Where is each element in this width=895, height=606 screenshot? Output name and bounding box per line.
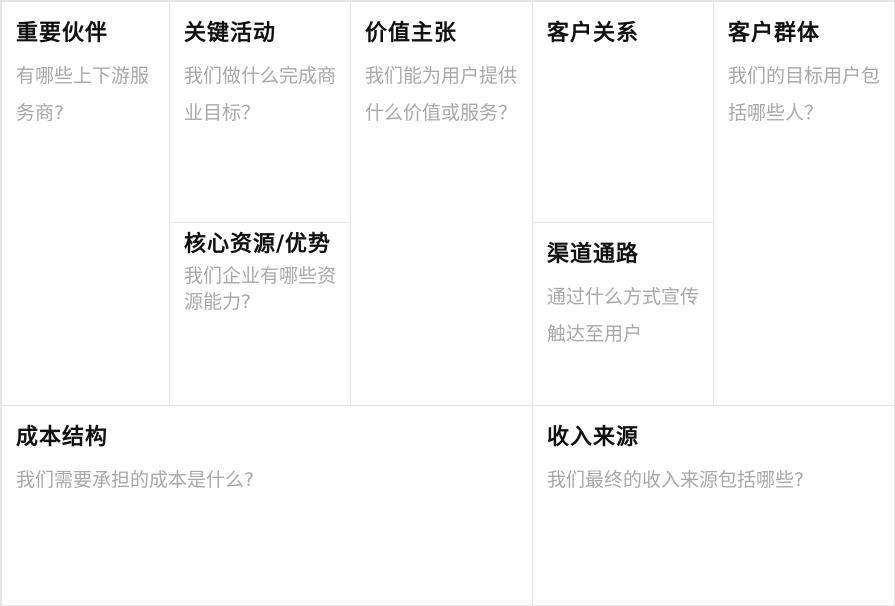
revenue-streams-cell[interactable]: 收入来源 我们最终的收入来源包括哪些? <box>532 405 895 606</box>
revenue-streams-desc: 我们最终的收入来源包括哪些? <box>547 469 805 491</box>
customer-segments-desc: 我们的目标用户包括哪些人？ <box>728 65 881 124</box>
key-partners-desc: 有哪些上下游服务商? <box>16 65 150 124</box>
key-resources-title: 核心资源/优势 <box>184 232 332 257</box>
customer-relationships-cell[interactable]: 客户关系 <box>532 1 714 223</box>
value-propositions-desc: 我们能为用户提供什么价值或服务？ <box>365 65 518 124</box>
value-propositions-title: 价值主张 <box>365 21 458 46</box>
key-resources-desc: 我们企业有哪些资源能力? <box>184 265 337 313</box>
key-activities-cell[interactable]: 关键活动 我们做什么完成商业目标？ <box>169 1 351 223</box>
key-partners-title: 重要伙伴 <box>16 21 109 46</box>
channels-title: 渠道通路 <box>547 242 640 267</box>
customer-segments-title: 客户群体 <box>728 21 821 46</box>
channels-cell[interactable]: 渠道通路 通过什么方式宣传触达至用户 <box>532 222 714 406</box>
channels-desc: 通过什么方式宣传触达至用户 <box>547 286 700 345</box>
key-activities-title: 关键活动 <box>184 21 277 46</box>
key-activities-desc: 我们做什么完成商业目标？ <box>184 65 337 124</box>
cost-structure-desc: 我们需要承担的成本是什么? <box>16 469 255 491</box>
revenue-streams-title: 收入来源 <box>547 425 640 450</box>
key-partners-cell[interactable]: 重要伙伴 有哪些上下游服务商? <box>1 1 170 406</box>
customer-relationships-title: 客户关系 <box>547 21 640 46</box>
customer-segments-cell[interactable]: 客户群体 我们的目标用户包括哪些人？ <box>713 1 895 406</box>
cost-structure-cell[interactable]: 成本结构 我们需要承担的成本是什么? <box>1 405 533 606</box>
cost-structure-title: 成本结构 <box>16 425 109 450</box>
value-propositions-cell[interactable]: 价值主张 我们能为用户提供什么价值或服务？ <box>350 1 533 406</box>
key-resources-cell[interactable]: 核心资源/优势 我们企业有哪些资源能力? <box>169 222 351 406</box>
